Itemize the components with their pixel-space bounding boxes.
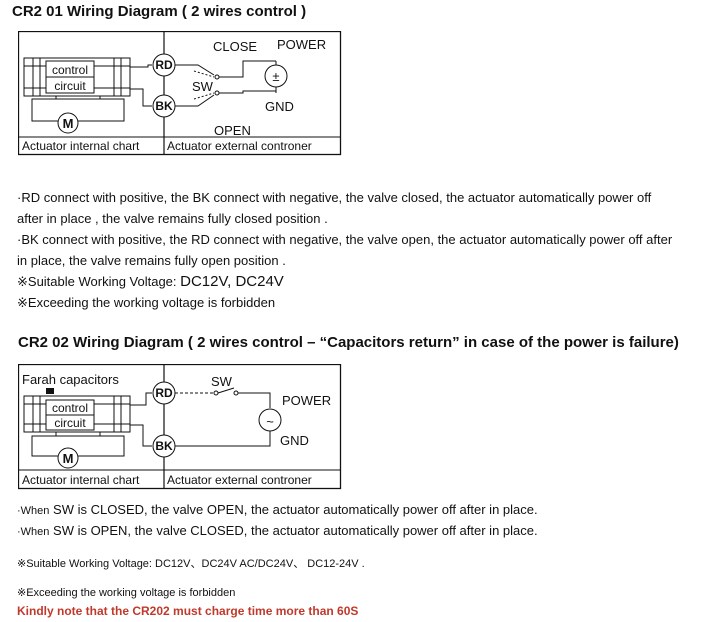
external-controner-label-2: Actuator external controner	[167, 473, 312, 487]
section1-heading: CR2 01 Wiring Diagram ( 2 wires control …	[12, 3, 307, 20]
section2-line-1: ·When SW is CLOSED, the valve OPEN, the …	[17, 502, 538, 517]
section1-line-1: ·RD connect with positive, the BK connec…	[17, 190, 652, 205]
voltage-value: DC12V, DC24V	[180, 273, 284, 290]
gnd-label-2: GND	[280, 433, 309, 448]
control-label-2: control	[52, 401, 88, 415]
bk-terminal-2: BK	[155, 439, 173, 453]
rd-terminal: RD	[155, 58, 173, 72]
motor-label-2: M	[63, 451, 74, 466]
motor-label: M	[63, 116, 74, 131]
control-label: control	[52, 63, 88, 77]
motor-icon-2	[57, 447, 79, 469]
section1-line-3: ·BK connect with positive, the RD connec…	[17, 232, 673, 247]
voltage-prefix: ※Suitable Working Voltage:	[17, 274, 181, 289]
battery-symbol: ±	[272, 69, 279, 84]
wiring-diagram-2: Farah capacitors control circuit M RD BK…	[18, 364, 342, 490]
section2-line-2: ·When SW is OPEN, the valve CLOSED, the …	[17, 523, 538, 538]
sw-label: SW	[192, 79, 214, 94]
capacitor-icon	[46, 388, 54, 394]
sw-label-2: SW	[211, 374, 233, 389]
section1-line-4: in place, the valve remains fully open p…	[17, 253, 286, 268]
circuit-label: circuit	[54, 79, 86, 93]
power-label: POWER	[277, 37, 326, 52]
rd-terminal-2: RD	[155, 386, 173, 400]
section2-voltage: ※Suitable Working Voltage: DC12V、DC24V A…	[17, 558, 365, 570]
section1-forbidden: ※Exceeding the working voltage is forbid…	[17, 295, 276, 310]
charge-time-note: Kindly note that the CR202 must charge t…	[17, 604, 359, 618]
farah-capacitors-label: Farah capacitors	[22, 372, 119, 387]
gnd-label: GND	[265, 99, 294, 114]
motor-icon	[57, 112, 79, 134]
wiring-diagram-1: control circuit M RD BK SW CLOSE OPEN PO…	[18, 31, 342, 156]
ac-symbol: ~	[266, 414, 274, 429]
internal-chart-label-2: Actuator internal chart	[22, 473, 140, 487]
section1-text: ·RD connect with positive, the BK connec…	[17, 187, 672, 313]
close-label: CLOSE	[213, 39, 257, 54]
section2-forbidden: ※Exceeding the working voltage is forbid…	[17, 587, 236, 599]
section2-heading: CR2 02 Wiring Diagram ( 2 wires control …	[18, 334, 679, 351]
section1-voltage: ※Suitable Working Voltage: DC12V, DC24V	[17, 271, 672, 292]
power-label-2: POWER	[282, 393, 331, 408]
internal-chart-label: Actuator internal chart	[22, 139, 140, 153]
circuit-label-2: circuit	[54, 416, 86, 430]
bk-terminal: BK	[155, 99, 173, 113]
section1-line-2: after in place , the valve remains fully…	[17, 211, 328, 226]
open-label: OPEN	[214, 123, 251, 138]
external-controner-label: Actuator external controner	[167, 139, 312, 153]
